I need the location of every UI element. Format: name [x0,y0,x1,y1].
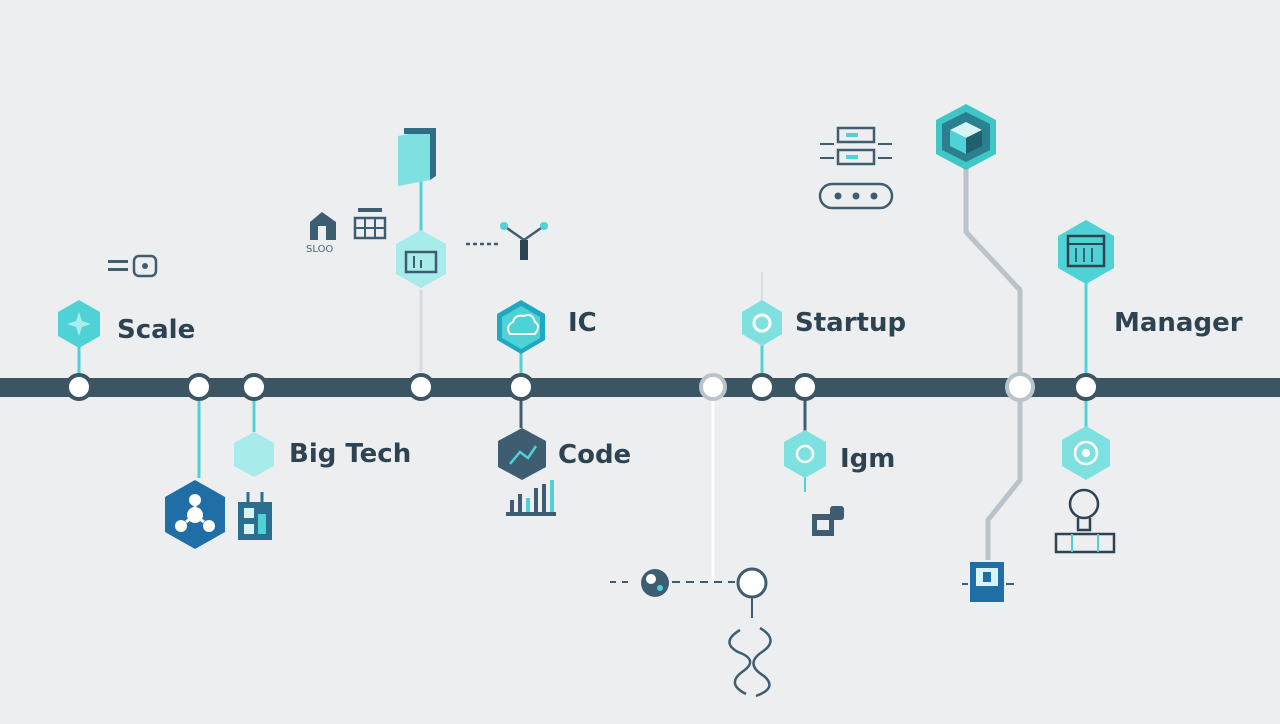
label-big-tech: Big Tech [289,439,412,469]
label-igm: Igm [840,444,896,474]
label-code: Code [558,440,632,470]
grid-icon [353,208,387,240]
timeline-node[interactable] [791,373,819,401]
timeline-bar [0,378,1280,397]
cube-hex-icon [936,104,996,170]
molecule-icon [641,569,669,597]
phone-node[interactable] [736,567,768,599]
timeline-node[interactable] [699,373,727,401]
label-startup: Startup [795,308,907,338]
timeline-node[interactable] [407,373,435,401]
timeline-node[interactable] [507,373,535,401]
lightbulb-icon [1054,488,1116,554]
cloud-hex-icon [497,300,545,354]
tools-icon [812,506,844,536]
book-icon [398,128,436,186]
label-manager: Manager [1114,308,1243,338]
stand-icon [466,222,548,260]
timeline-node[interactable] [65,373,93,401]
sparkle-hex-icon [58,300,100,348]
chart-hex-icon [498,428,546,480]
bar-chart-icon [506,480,556,516]
target-hex-icon [1062,426,1110,480]
timeline-node[interactable] [748,373,776,401]
connector-cube-path [963,168,1023,560]
equals-icon [108,254,158,278]
chip-icon [238,492,272,540]
label-ic: IC [568,308,597,338]
caption-sloo: SLOO [306,244,334,255]
device-icon [962,562,1014,602]
phone-icon [728,626,772,698]
building-icon [310,212,336,240]
server-stack-icon [818,126,894,210]
target-hex-icon [784,430,826,478]
branch-hub-icon [165,480,225,549]
timeline-node[interactable] [1072,373,1100,401]
label-scale: Scale [117,315,196,345]
calendar-hex-icon [1058,220,1114,284]
timeline-node[interactable] [185,373,213,401]
timeline-nodes [65,372,1100,599]
timeline-node[interactable] [1005,372,1035,402]
gear-hex-icon [742,300,782,346]
robot-hex-icon [396,230,446,288]
timeline-node[interactable] [240,373,268,401]
light-hex-icon [234,432,274,477]
